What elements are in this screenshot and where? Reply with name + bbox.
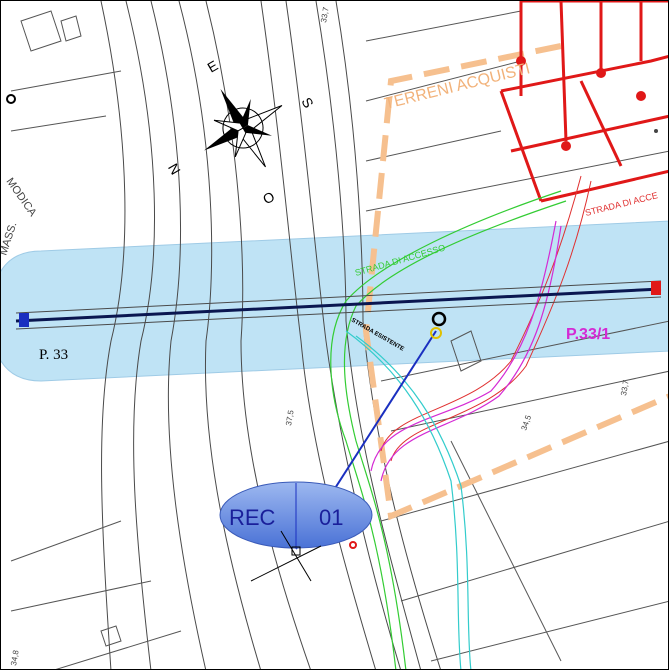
receptor-number: 01 <box>319 505 343 530</box>
acquired-land-boundary <box>362 43 668 521</box>
map-marker <box>654 129 658 133</box>
receptor-marker[interactable] <box>219 311 447 582</box>
receptor-code: REC <box>229 505 276 530</box>
access-road-green <box>330 190 567 669</box>
contour-label-mid: 34,5 <box>519 413 533 431</box>
compass-label-west: O <box>260 188 278 207</box>
contour-label-top: 33,7 <box>319 6 331 23</box>
receptor-target-point <box>430 327 442 339</box>
label-masseria: MASS. <box>1 221 19 257</box>
label-modica: MODICA <box>4 176 39 219</box>
map-marker <box>6 94 16 104</box>
route-cyan <box>345 330 472 669</box>
contour-label-bottom: 34,8 <box>9 649 21 666</box>
contour-label-left: 37,5 <box>284 409 296 426</box>
pipeline <box>15 280 662 330</box>
compass-rose-icon <box>204 89 283 168</box>
label-p33: P. 33 <box>39 347 68 363</box>
compass-label-north: N <box>165 161 184 178</box>
compass-label-east: E <box>205 57 221 76</box>
compass-label-south: S <box>298 95 317 111</box>
label-strada-accesso-red: STRADA DI ACCE <box>584 190 659 218</box>
contour-label-right: 33,7 <box>619 379 631 396</box>
buffer-zone <box>1 220 668 382</box>
label-p33-1: P.33/1 <box>566 326 610 343</box>
red-structure-nodes <box>516 56 646 151</box>
map-marker <box>349 541 357 549</box>
label-terreni-acquisti: TERRENI ACQUISTI <box>383 60 532 113</box>
red-structure <box>499 1 668 203</box>
access-road-red <box>380 175 592 462</box>
